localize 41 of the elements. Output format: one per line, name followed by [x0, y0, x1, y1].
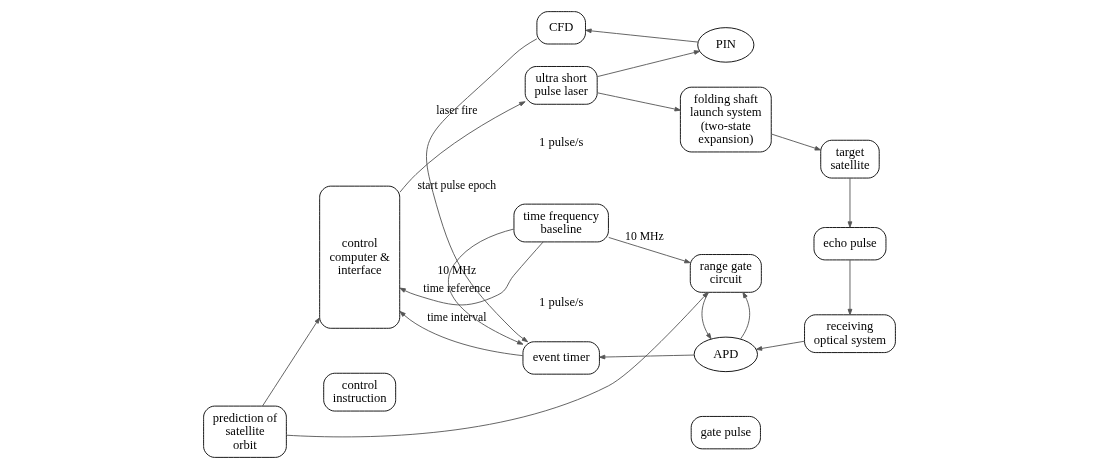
node-ellipse: PIN: [696, 27, 754, 63]
arrow: [755, 340, 805, 351]
arrow: [701, 291, 711, 340]
node-box: time frequency baseline: [513, 203, 609, 243]
arrow: [739, 291, 750, 340]
node-box: CFD: [535, 11, 586, 45]
arrow: [399, 310, 523, 357]
arrow: [261, 317, 320, 407]
label: 1 pulse/s: [538, 135, 583, 150]
arrow: [596, 50, 700, 78]
edge-label: 10 MHz: [437, 263, 476, 277]
node-ellipse: APD: [693, 336, 758, 373]
edge-label: 10 MHz: [624, 230, 664, 244]
arrow: [584, 28, 698, 43]
edge-label: time interval: [426, 310, 487, 324]
arrow: [399, 101, 525, 193]
arrow: [770, 133, 821, 151]
node-box: control instruction: [322, 372, 396, 412]
arrow: [398, 241, 544, 306]
node-box: control computer & interface: [318, 185, 400, 329]
label: 1 pulse/s: [538, 295, 583, 310]
node-box: receiving optical system: [803, 314, 896, 353]
arrow: [598, 354, 694, 360]
node-box: ultra short pulse laser: [524, 66, 598, 105]
arrow: [847, 259, 852, 316]
node-box: event timer: [522, 341, 600, 375]
edge-label: start pulse epoch: [417, 179, 496, 193]
arrow: [285, 291, 708, 438]
arrow: [847, 177, 852, 228]
edge-label: time reference: [422, 281, 490, 295]
arrow: [425, 38, 537, 343]
node-box: prediction of satellite orbit: [202, 405, 287, 458]
node-box: target satellite: [819, 139, 880, 179]
node-box: folding shaft launch system (two-state expansion): [679, 86, 772, 153]
arrow: [596, 92, 681, 112]
edge-label: laser fire: [435, 103, 477, 117]
node-box: gate pulse: [690, 416, 761, 450]
node-box: echo pulse: [813, 227, 886, 261]
arrow: [607, 237, 691, 264]
node-box: range gate circuit: [689, 254, 762, 293]
arrow: [447, 228, 523, 345]
